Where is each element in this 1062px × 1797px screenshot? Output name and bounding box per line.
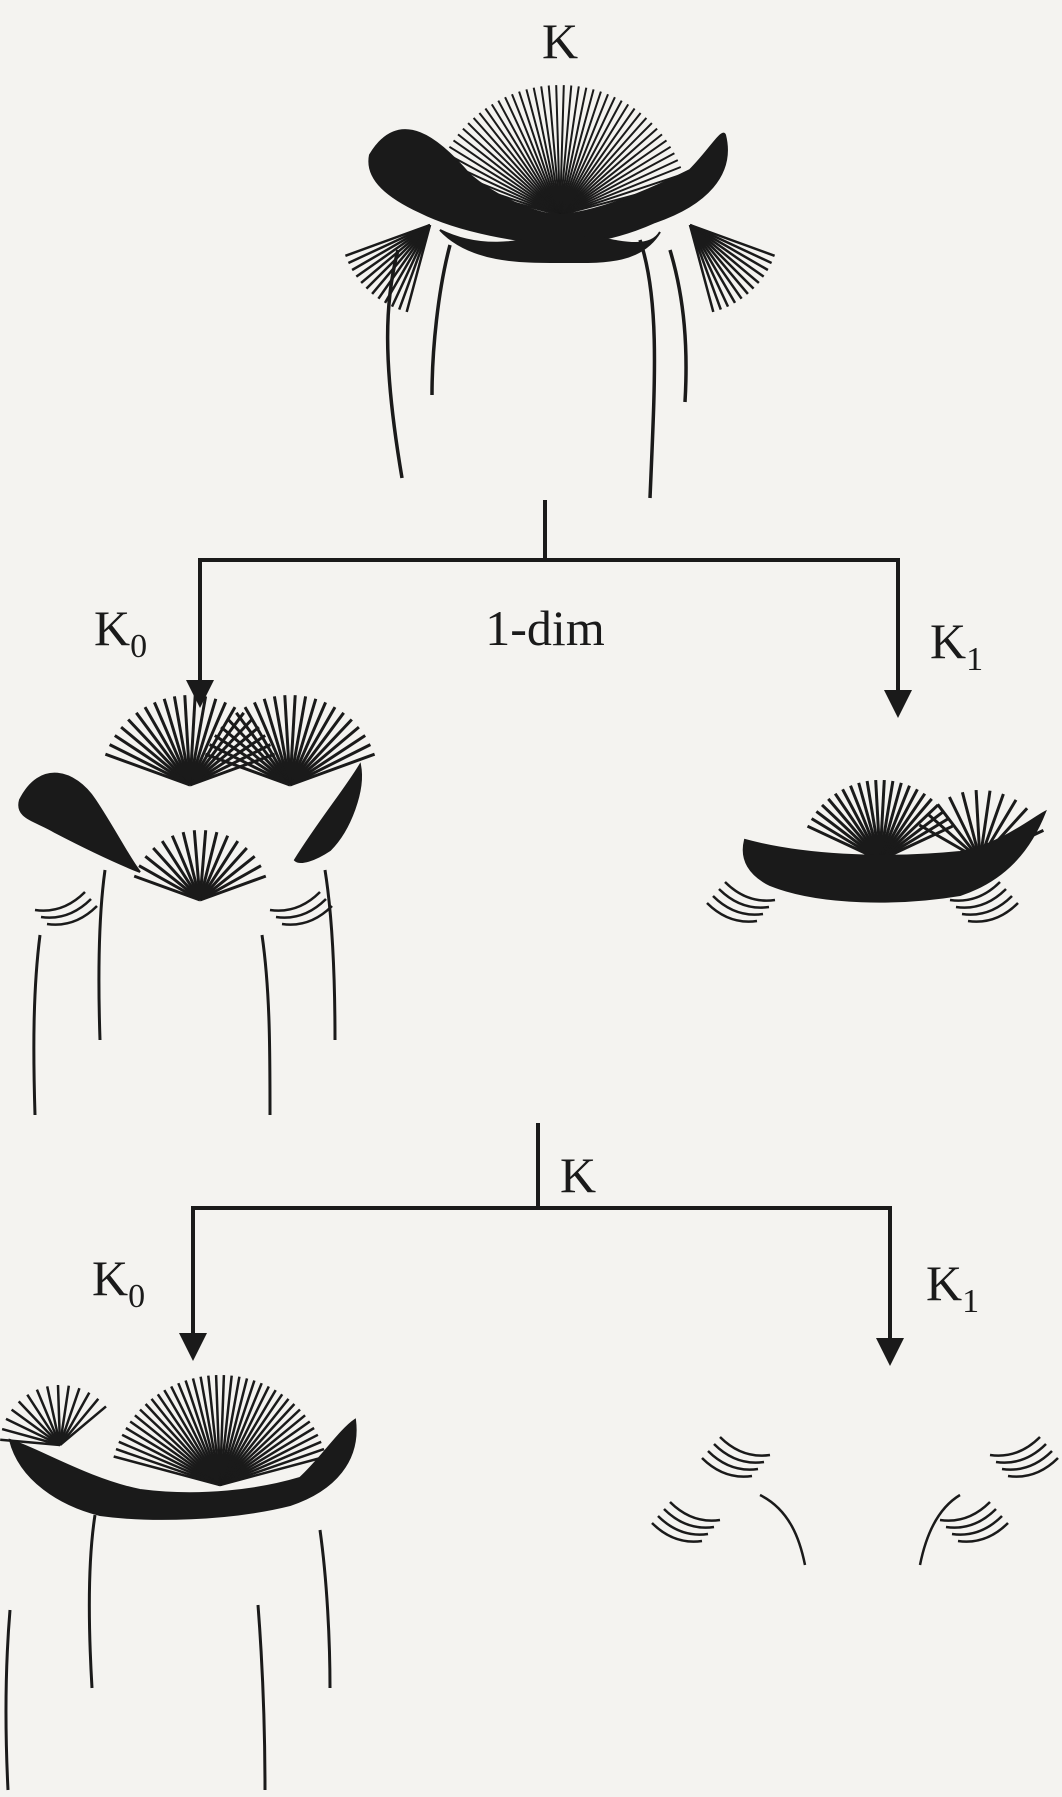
- svg-text:K0: K0: [92, 1250, 145, 1315]
- split-1-connector: [198, 500, 900, 690]
- figure-k1-k: [652, 1437, 1058, 1565]
- label-k1-2: K1: [926, 1255, 979, 1320]
- title-k: K: [542, 13, 578, 69]
- svg-text:K1: K1: [926, 1255, 979, 1320]
- label-k0-1: K0: [94, 600, 147, 665]
- arrow-to-k1-2: [876, 1338, 904, 1366]
- svg-text:K0: K0: [94, 600, 147, 665]
- figure-k0-1dim: [19, 695, 374, 1115]
- label-1-dim: 1-dim: [485, 600, 605, 656]
- label-k-2: K: [560, 1147, 596, 1203]
- arrow-to-k0-2: [179, 1333, 207, 1361]
- label-k1-1: K1: [930, 613, 983, 678]
- figure-k0-k: [0, 1375, 355, 1790]
- split-2-connector: [191, 1123, 892, 1338]
- figure-k1-1dim: [707, 780, 1045, 922]
- label-k0-2: K0: [92, 1250, 145, 1315]
- arrow-to-k1-1: [884, 690, 912, 718]
- svg-text:K1: K1: [930, 613, 983, 678]
- figure-k: [345, 85, 774, 498]
- arrow-to-k0-1: [186, 680, 214, 708]
